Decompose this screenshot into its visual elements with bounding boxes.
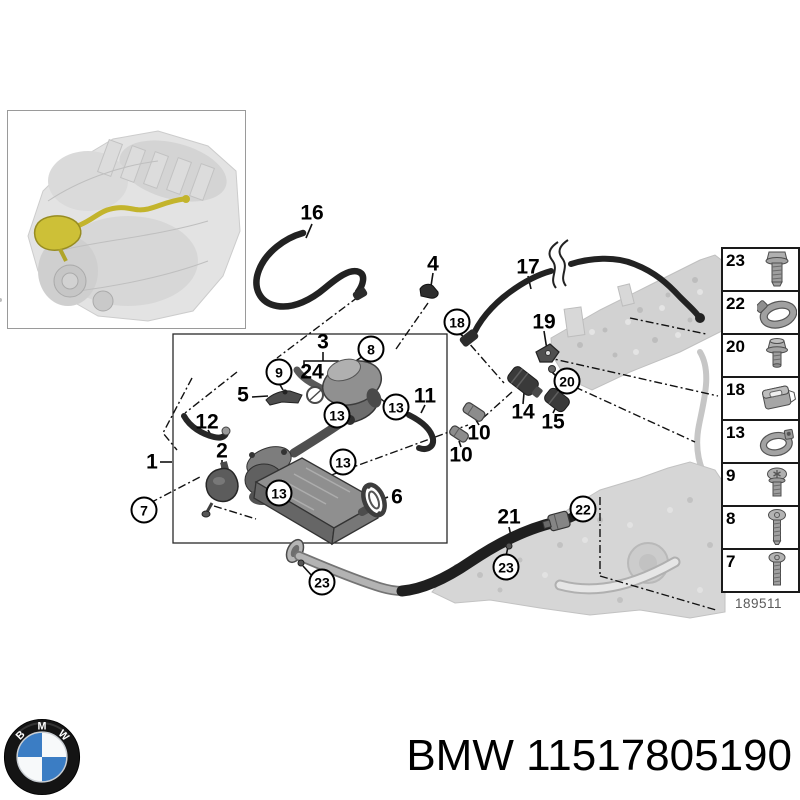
fastener-number: 9 <box>726 466 736 485</box>
logo-letter-m: M <box>38 721 47 733</box>
highlighted-egr-pipe <box>33 195 190 262</box>
hose-12 <box>181 413 231 441</box>
fastener-row-20: 20 <box>723 335 798 378</box>
bracket-5 <box>265 389 303 406</box>
fastener-row-18: 18 <box>723 378 798 421</box>
part-number-label: BMW 11517805190 <box>406 731 792 780</box>
hose-11 <box>406 412 437 452</box>
bracket-4 <box>419 283 439 299</box>
hose-clamp-icon <box>757 300 797 329</box>
fastener-row-13: 13 <box>723 421 798 464</box>
fastener-row-8: 8 <box>723 507 798 550</box>
flange-bolt-icon <box>765 251 789 287</box>
fastener-number: 22 <box>726 294 745 313</box>
fastener-number: 13 <box>726 423 745 442</box>
fastener-row-22: 22 <box>723 292 798 335</box>
fastener-number: 8 <box>726 509 736 528</box>
fastener-number: 20 <box>726 337 745 356</box>
vacuum-hose-17 <box>459 239 705 347</box>
fastener-number: 7 <box>726 552 736 571</box>
torx-screw-icon <box>767 467 787 497</box>
egr-pipe-21 <box>285 508 585 597</box>
fasteners-panel: 23 22 20 <box>721 247 800 593</box>
engine-thumbnail <box>7 110 246 329</box>
clip-nut-icon <box>762 385 796 410</box>
fastener-row-23: 23 <box>723 249 798 292</box>
fastener-number: 23 <box>726 251 745 270</box>
diagram-ref-number: 189511 <box>734 596 783 611</box>
rubber-mount-2 <box>201 461 239 518</box>
fastener-row-9: 9 <box>723 464 798 507</box>
hose-clamp-22-part <box>542 510 571 532</box>
turbo-silhouette <box>431 461 726 619</box>
fastener-number: 18 <box>726 380 745 399</box>
engine-thumbnail-image <box>27 130 241 322</box>
o-ring-24 <box>306 386 324 404</box>
gasket-6 <box>361 482 387 518</box>
cylinder-head-silhouette <box>0 254 725 485</box>
bmw-logo: B M W <box>3 718 81 796</box>
vacuum-hose-16 <box>253 229 368 310</box>
pan-head-screw-icon <box>768 552 786 586</box>
clamp-ring-icon <box>759 428 794 457</box>
fastener-row-7: 7 <box>723 550 798 591</box>
hex-flange-bolt-icon <box>766 338 788 368</box>
egr-valve-assembly <box>289 358 383 458</box>
pan-head-screw-icon <box>768 509 786 545</box>
